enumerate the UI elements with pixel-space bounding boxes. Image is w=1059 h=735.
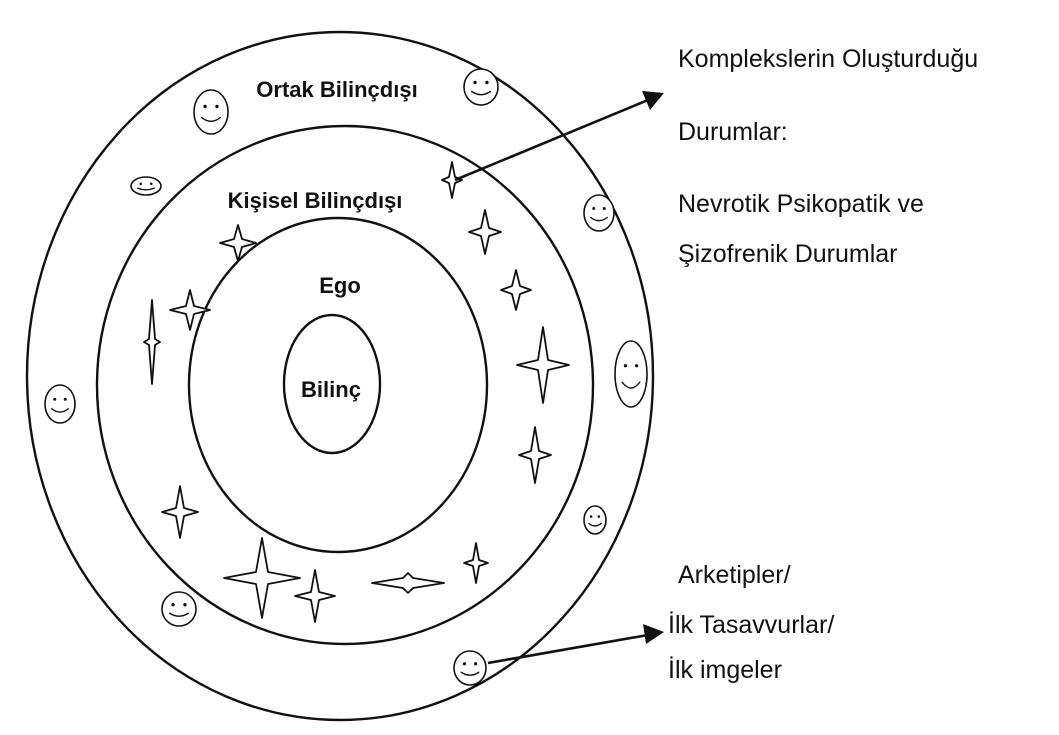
four-point-star-icon [219,224,257,262]
four-point-star-icon [143,299,161,385]
smiley-face-icon [463,68,499,106]
smiley-face-icon [193,89,229,135]
complexes-detail-line-2: Şizofrenik Durumlar [678,240,898,268]
personal-unconscious-label: Kişisel Bilinçdışı [228,188,403,213]
smiley-face-icon [583,505,607,535]
complexes-detail-line-1: Nevrotik Psikopatik ve [678,190,924,218]
collective-unconscious-ring [25,30,655,722]
ego-label: Ego [319,273,361,298]
four-point-star-icon [441,161,463,199]
complexes-title-line-2: Durumlar: [678,118,788,146]
ego-ring [187,216,489,554]
archetypes-line-2: İlk Tasavvurlar/ [668,610,834,639]
smiley-face-icon [614,340,648,408]
four-point-star-icon [161,485,199,539]
four-point-star-icon [468,209,502,255]
smiley-face-icon [453,650,487,686]
archetypes-line-1: Arketipler/ [678,561,791,589]
complexes-title-line-1: Komplekslerin Oluşturduğu [678,45,978,73]
four-point-star-icon [294,569,336,623]
archetype-smileys [44,68,648,686]
smiley-face-icon [161,591,197,627]
personal-unconscious-ring [95,124,595,646]
archetypes-line-3: İlk imgeler [668,655,782,684]
smiley-face-icon [583,194,615,232]
four-point-star-icon [518,426,552,484]
four-point-star-icon [463,542,489,584]
four-point-star-icon [500,269,532,311]
complex-stars [143,161,570,623]
consciousness-label: Bilinç [301,377,361,402]
four-point-star-icon [223,537,301,619]
four-point-star-icon [169,289,211,331]
archetype-arrow [487,624,664,665]
smiley-face-icon [130,176,162,196]
complex-arrow [454,91,664,182]
collective-unconscious-label: Ortak Bilinçdışı [256,77,417,102]
smiley-face-icon [44,384,76,424]
four-point-star-icon [371,572,445,594]
four-point-star-icon [516,326,570,404]
consciousness-ring [282,313,382,455]
